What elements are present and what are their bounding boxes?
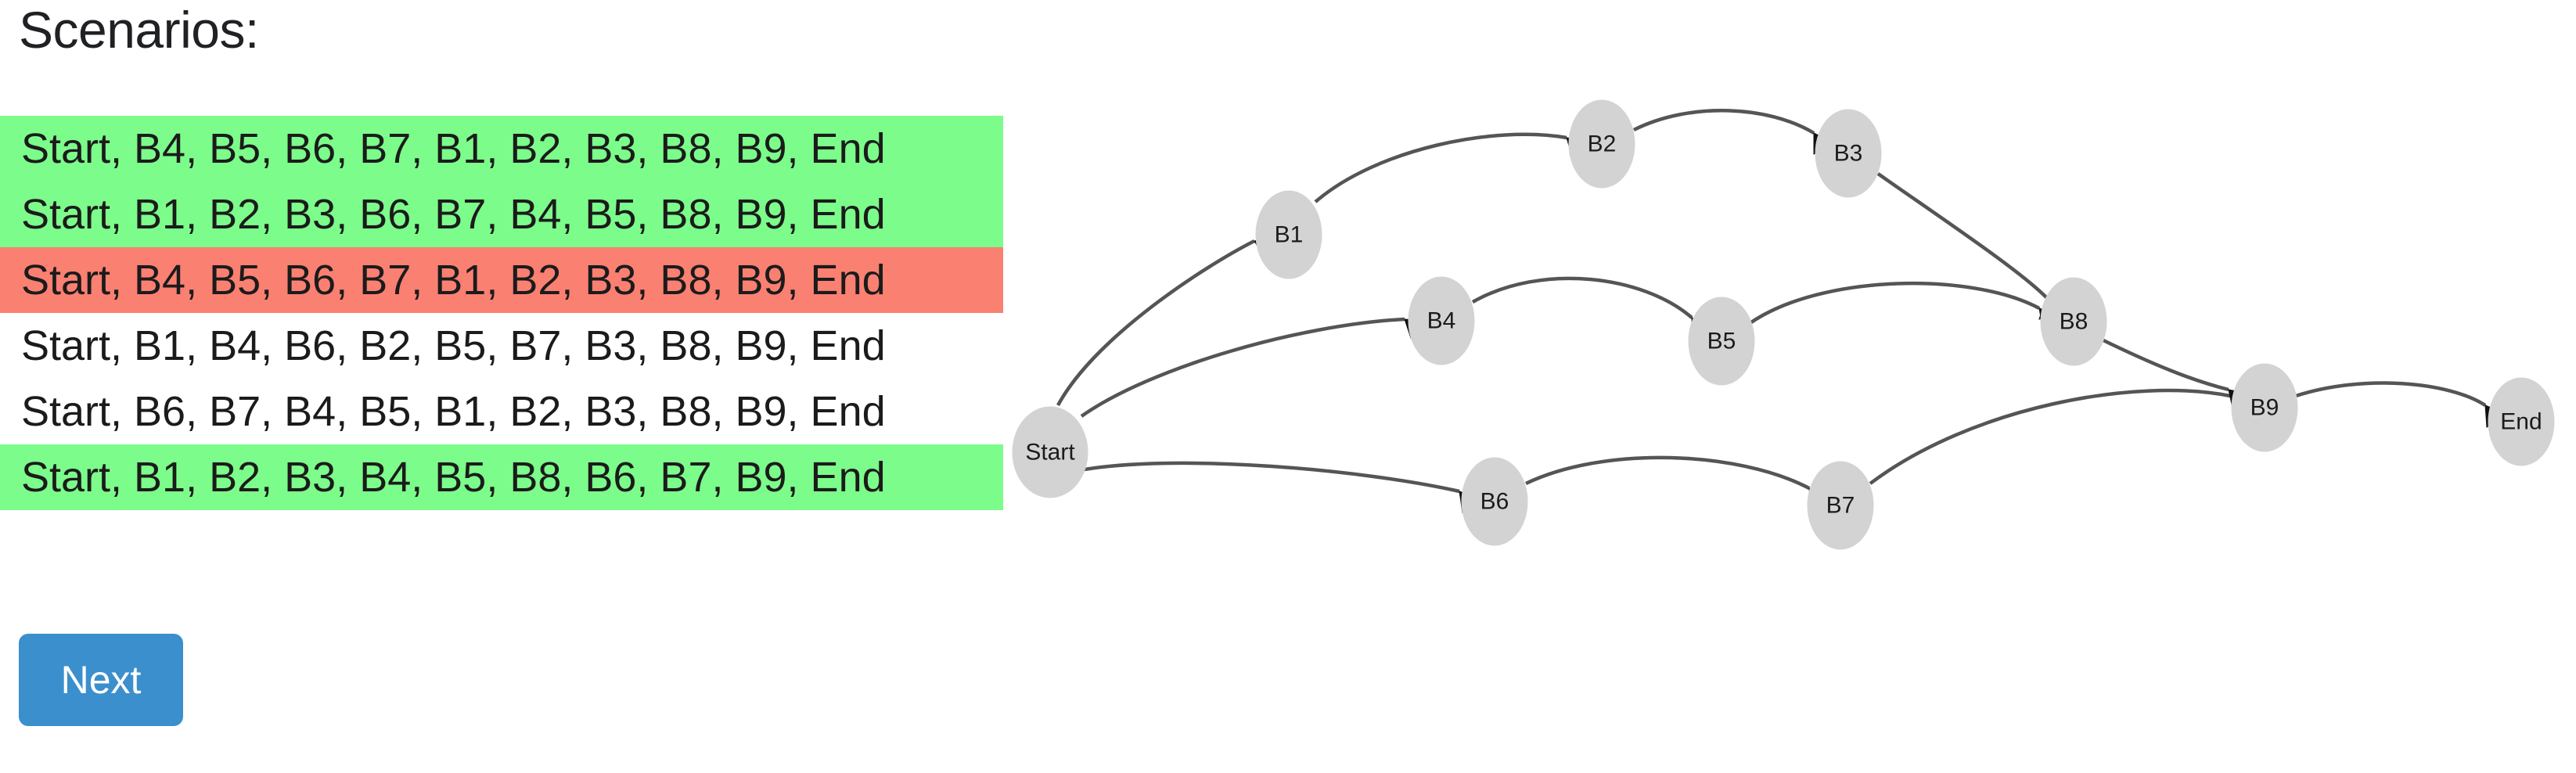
- node-shape: [1815, 109, 1882, 198]
- graph-node-b2[interactable]: B2: [1568, 99, 1635, 189]
- node-label: B2: [1588, 131, 1617, 157]
- node-shape: [1012, 406, 1088, 498]
- scenario-row[interactable]: Start, B4, B5, B6, B7, B1, B2, B3, B8, B…: [0, 116, 1003, 182]
- graph-node-b3[interactable]: B3: [1815, 109, 1882, 198]
- edge-line: [1056, 239, 1256, 407]
- edge-line: [1080, 317, 1405, 418]
- node-shape: [1408, 276, 1475, 365]
- edge-line: [1750, 281, 2041, 324]
- edge-line: [2295, 381, 2487, 407]
- graph-node-b5[interactable]: B5: [1688, 297, 1755, 386]
- edge-line: [1314, 132, 1567, 203]
- node-shape: [1688, 297, 1755, 386]
- graph-edge-B1-to-B2: [1314, 132, 1592, 203]
- scenario-path-text: Start, B6, B7, B4, B5, B1, B2, B3, B8, B…: [21, 388, 886, 435]
- node-label: End: [2500, 409, 2542, 435]
- node-label: B8: [2060, 309, 2089, 335]
- graph-node-b9[interactable]: B9: [2231, 363, 2298, 452]
- graph-edge-B5-to-B8: [1750, 281, 2064, 331]
- graph-edge-Start-to-B1: [1056, 235, 1279, 407]
- edge-line: [1084, 461, 1460, 494]
- scenario-path-text: Start, B4, B5, B6, B7, B1, B2, B3, B8, B…: [21, 125, 886, 172]
- scenario-row[interactable]: Start, B6, B7, B4, B5, B1, B2, B3, B8, B…: [0, 379, 1003, 444]
- scenario-list: Start, B4, B5, B6, B7, B1, B2, B3, B8, B…: [0, 116, 1009, 510]
- node-label: B3: [1834, 141, 1863, 167]
- edge-line: [1525, 455, 1811, 490]
- graph-node-b4[interactable]: B4: [1408, 276, 1475, 365]
- node-label: B7: [1826, 493, 1855, 519]
- page-title: Scenarios:: [19, 1, 259, 59]
- graph-edge-B6-to-B7: [1525, 455, 1833, 512]
- graph-node-b7[interactable]: B7: [1807, 461, 1874, 550]
- edge-line: [2103, 338, 2229, 392]
- graph-edge-B9-to-End: [2295, 381, 2509, 428]
- node-shape: [1461, 457, 1528, 546]
- graph-edge-B3-to-B8: [1876, 172, 2065, 320]
- next-button[interactable]: Next: [19, 634, 183, 726]
- graph-node-b8[interactable]: B8: [2040, 277, 2107, 366]
- edge-line: [1632, 109, 1815, 135]
- graph-edge-B4-to-B5: [1471, 276, 1715, 340]
- node-shape: [1807, 461, 1874, 550]
- node-shape: [1568, 99, 1635, 189]
- node-shape: [1255, 190, 1322, 279]
- node-shape: [2040, 277, 2107, 366]
- next-button-label: Next: [60, 658, 142, 702]
- graph-edge-B7-to-B9: [1869, 388, 2255, 485]
- scenarios-panel: Scenarios: Start, B4, B5, B6, B7, B1, B2…: [0, 0, 1009, 773]
- edge-line: [1876, 172, 2048, 299]
- scenario-row[interactable]: Start, B1, B2, B3, B4, B5, B8, B6, B7, B…: [0, 444, 1003, 510]
- scenario-row[interactable]: Start, B4, B5, B6, B7, B1, B2, B3, B8, B…: [0, 247, 1003, 313]
- node-shape: [2231, 363, 2298, 452]
- edge-line: [1471, 276, 1693, 319]
- scenario-path-text: Start, B1, B2, B3, B6, B7, B4, B5, B8, B…: [21, 191, 886, 238]
- graph-node-b1[interactable]: B1: [1255, 190, 1322, 279]
- scenario-path-text: Start, B4, B5, B6, B7, B1, B2, B3, B8, B…: [21, 257, 886, 304]
- node-label: B9: [2250, 395, 2279, 421]
- graph-edge-Start-to-B6: [1084, 461, 1484, 513]
- graph-node-b6[interactable]: B6: [1461, 457, 1528, 546]
- graph-edge-B8-to-B9: [2103, 338, 2254, 412]
- graph-edge-Start-to-B4: [1080, 317, 1430, 418]
- graph-edge-layer: [1056, 109, 2509, 513]
- edge-line: [1869, 388, 2231, 485]
- node-label: B6: [1480, 489, 1509, 515]
- scenario-path-text: Start, B1, B4, B6, B2, B5, B7, B3, B8, B…: [21, 322, 886, 369]
- node-label: B5: [1707, 329, 1736, 354]
- node-shape: [2488, 377, 2555, 466]
- node-label: Start: [1025, 440, 1075, 466]
- graph-edge-B2-to-B3: [1632, 109, 1837, 155]
- scenario-row[interactable]: Start, B1, B4, B6, B2, B5, B7, B3, B8, B…: [0, 313, 1003, 379]
- node-label: B1: [1275, 222, 1304, 248]
- scenario-row[interactable]: Start, B1, B2, B3, B6, B7, B4, B5, B8, B…: [0, 182, 1003, 247]
- node-label: B4: [1427, 308, 1456, 334]
- graph-node-start[interactable]: Start: [1012, 406, 1088, 498]
- scenario-path-text: Start, B1, B2, B3, B4, B5, B8, B6, B7, B…: [21, 454, 886, 501]
- graph-node-end[interactable]: End: [2488, 377, 2555, 466]
